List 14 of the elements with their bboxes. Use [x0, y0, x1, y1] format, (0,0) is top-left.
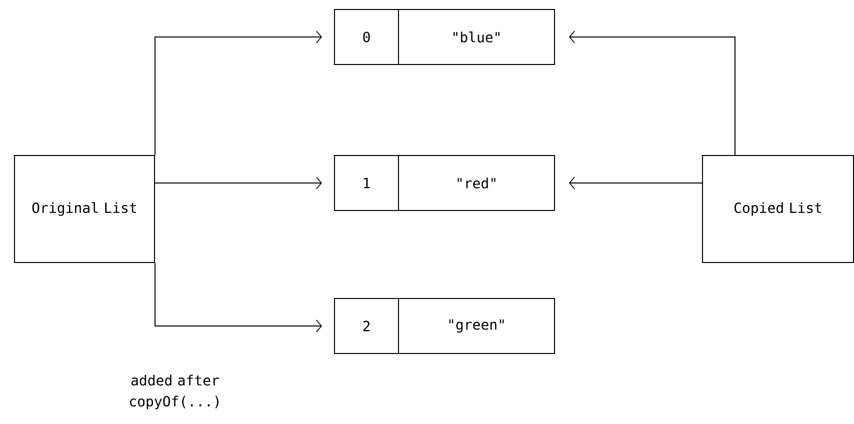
- arrow: [154, 30, 322, 156]
- note: added after copyOf(...): [130, 374, 219, 410]
- value-cell: "red": [398, 155, 555, 211]
- value-cell: "green": [398, 298, 555, 354]
- value-cell: "blue": [398, 9, 555, 65]
- arrow: [569, 30, 736, 156]
- index-cell: 0: [334, 9, 399, 65]
- list-box: Copied List: [702, 155, 854, 263]
- arrow: [569, 176, 702, 190]
- list-box: Original List: [14, 155, 155, 263]
- arrow: [154, 262, 322, 332]
- index-cell: 1: [334, 155, 399, 211]
- index-cell: 2: [334, 298, 399, 354]
- arrow: [154, 176, 322, 190]
